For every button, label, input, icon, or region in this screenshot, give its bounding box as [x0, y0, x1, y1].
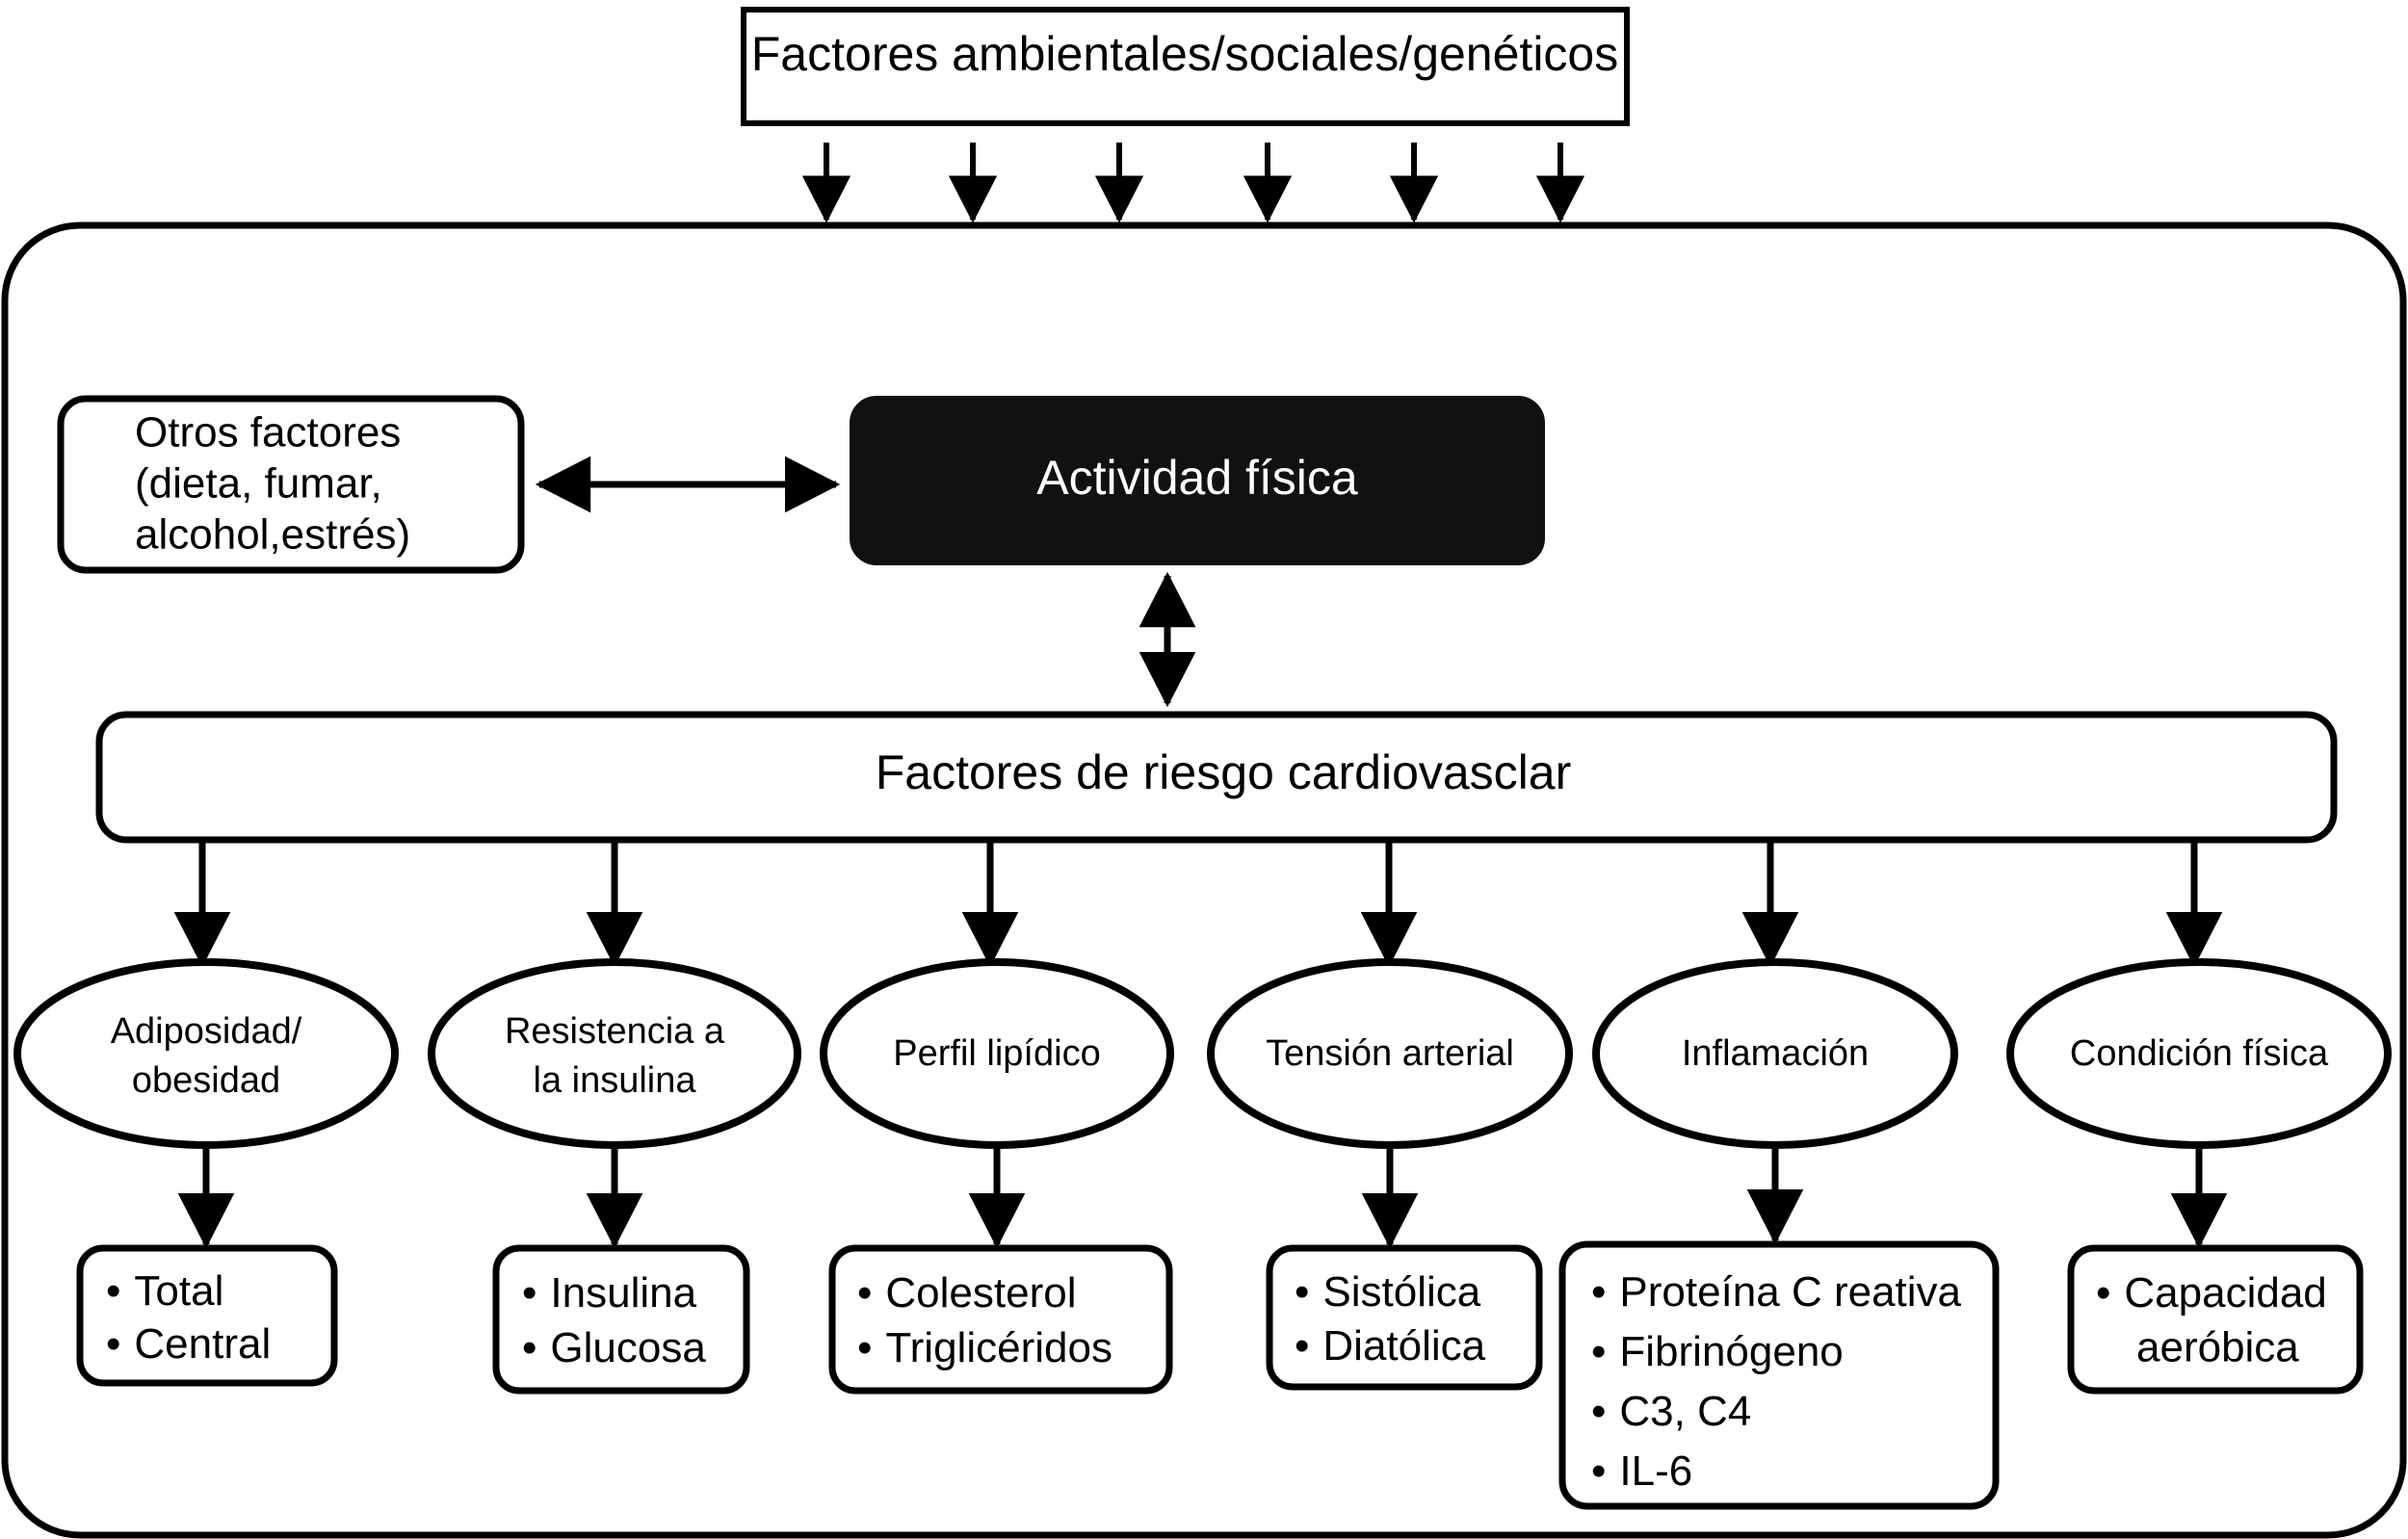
measure-item-label: Total [134, 1267, 223, 1315]
other-factors-line-1: Otros factores [135, 409, 401, 456]
measure-item-label: C3, C4 [1619, 1388, 1751, 1435]
category-label-inflamacion: Inflamación [1682, 1033, 1869, 1074]
measure-box-inflamacion: • Proteína C reativa • Fibrinógeno • C3, C4… [1558, 1240, 2000, 1510]
measure-item-label: aeróbica [2136, 1324, 2299, 1371]
category-ellipse-perfil-lipidico: Perfil lipídico [820, 958, 1174, 1149]
measure-item: • Triglicéridos [857, 1324, 1112, 1371]
measure-item: • C3, C4 [1591, 1388, 1751, 1435]
measure-item: • Total [106, 1267, 223, 1315]
category-ellipse-resistencia-insulina: Resistencia a la insulina [428, 958, 801, 1149]
bullet-glyph: • [1591, 1388, 1606, 1435]
risk-factors-label: Factores de riesgo cardiovasclar [876, 745, 1572, 799]
environmental-arrows-group [801, 143, 1585, 223]
risk-to-category-arrows [173, 840, 2223, 968]
other-factors-line-2: (dieta, fumar, [135, 460, 382, 508]
measure-item-label: Diatólica [1322, 1322, 1485, 1369]
environmental-factors-label: Factores ambientales/sociales/genéticos [751, 27, 1618, 81]
measure-item: • Diatólica [1295, 1322, 1486, 1369]
other-factors-line-3: alcohol,estrés) [135, 511, 410, 559]
physical-activity-box: Actividad física [850, 396, 1545, 565]
measure-item: • Colesterol [857, 1269, 1077, 1317]
measure-item-label: Insulina [550, 1269, 696, 1317]
category-label-adiposidad-line-1: Adiposidad/ [111, 1011, 302, 1052]
category-ellipse-adiposidad: Adiposidad/ obesidad [13, 958, 399, 1149]
category-label-resistencia-line-1: Resistencia a [505, 1011, 725, 1052]
physical-activity-label: Actividad física [1036, 451, 1358, 505]
measure-item-label: Fibrinógeno [1619, 1328, 1843, 1375]
category-ellipse-condicion-fisica: Condición física [2006, 958, 2392, 1149]
measure-box-insulina: • Insulina • Glucosa [492, 1244, 750, 1395]
bullet-glyph: • [1591, 1268, 1606, 1316]
category-label-condicion-fisica: Condición física [2070, 1033, 2329, 1074]
bullet-glyph: • [522, 1269, 537, 1317]
category-ellipse-inflamacion: Inflamación [1592, 958, 1958, 1149]
category-label-adiposidad-line-2: obesidad [132, 1060, 280, 1101]
measure-item-label: Sistólica [1322, 1268, 1480, 1316]
bullet-glyph: • [1295, 1268, 1309, 1316]
measure-item: • Sistólica [1295, 1268, 1481, 1316]
measure-item-label: Central [134, 1320, 271, 1368]
measure-item: • Fibrinógeno [1591, 1328, 1844, 1375]
measure-box-adiposidad: • Total • Central [76, 1244, 338, 1387]
category-to-measure-arrows [177, 1146, 2228, 1249]
measure-item-label: Triglicéridos [885, 1324, 1112, 1371]
measure-item-label: Capacidad [2124, 1269, 2326, 1317]
measure-item: • Insulina [522, 1269, 697, 1317]
environmental-factors-box: Factores ambientales/sociales/genéticos [741, 7, 1630, 126]
measure-item-label: IL-6 [1619, 1448, 1692, 1495]
bullet-glyph: • [2096, 1269, 2110, 1317]
category-label-perfil-lipidico: Perfil lipídico [893, 1033, 1100, 1074]
measure-item-label: Proteína C reativa [1619, 1268, 1961, 1316]
bullet-glyph: • [857, 1269, 872, 1317]
bullet-glyph: • [1295, 1322, 1309, 1369]
measure-box-condicion: • Capacidad aeróbica [2067, 1244, 2364, 1395]
category-label-tension-arterial: Tensión arterial [1266, 1033, 1514, 1074]
measure-item: • Proteína C reativa [1591, 1268, 1962, 1316]
bullet-glyph: • [1591, 1328, 1606, 1375]
bullet-glyph: • [106, 1267, 120, 1315]
measure-item: • IL-6 [1591, 1448, 1692, 1495]
measure-item: • Central [106, 1320, 271, 1368]
other-factors-box: Otros factores (dieta, fumar, alcohol,es… [57, 395, 525, 574]
measure-item-label: Colesterol [885, 1269, 1076, 1317]
bullet-glyph: • [857, 1324, 872, 1371]
bullet-glyph: • [522, 1324, 537, 1371]
measure-item-label: Glucosa [550, 1324, 706, 1371]
bullet-glyph: • [1591, 1448, 1606, 1495]
measure-item: • Glucosa [522, 1324, 706, 1371]
measure-box-lipidos: • Colesterol • Triglicéridos [828, 1244, 1173, 1395]
category-label-resistencia-line-2: la insulina [534, 1060, 697, 1101]
risk-factors-bar: Factores de riesgo cardiovasclar [95, 711, 2338, 844]
bullet-glyph: • [106, 1320, 120, 1368]
category-ellipse-tension-arterial: Tensión arterial [1207, 958, 1573, 1149]
measure-box-tension: • Sistólica • Diatólica [1266, 1244, 1543, 1391]
measure-item: • Capacidad [2096, 1269, 2327, 1317]
